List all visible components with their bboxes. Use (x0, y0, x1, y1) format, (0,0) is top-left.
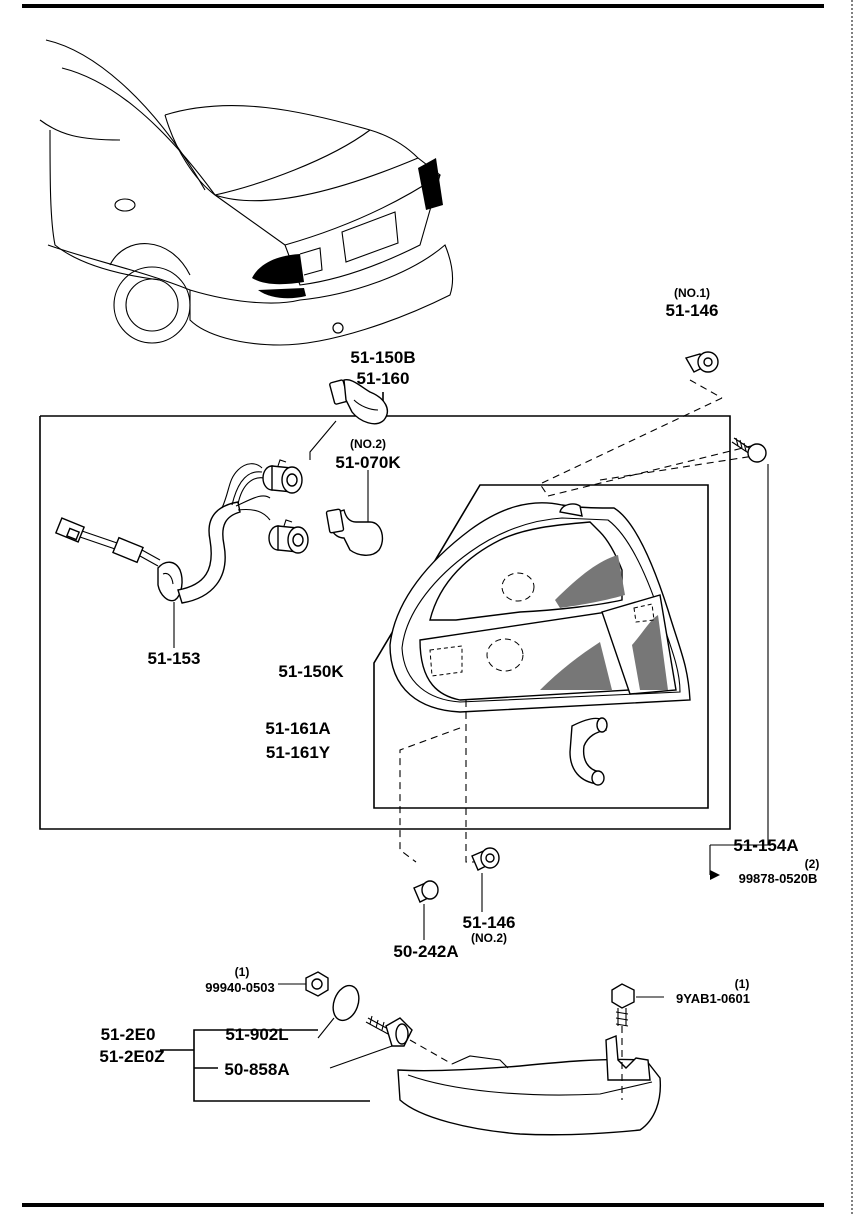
label-bulb-no: (NO.2) (350, 437, 386, 451)
bolt-9YAB1-0601 (611, 983, 664, 1027)
label-clip: 50-242A (393, 942, 458, 961)
nut-no2 (471, 847, 500, 912)
label-nut2: 51-146 (463, 913, 516, 932)
label-bulb-b: 51-150K (278, 662, 344, 681)
nut-no1 (684, 351, 719, 373)
page-frame (22, 0, 853, 1214)
label-lens-b: 51-161Y (266, 743, 331, 762)
socket-harness (54, 459, 309, 648)
labels: 51-150B 51-160 (NO.2) 51-070K 51-150K 51… (99, 286, 819, 1079)
label-lens-a: 51-161A (265, 719, 330, 738)
label-nut1: 51-146 (666, 301, 719, 320)
label-nut3: 99940-0503 (205, 980, 274, 995)
label-washer: 51-902L (225, 1025, 288, 1044)
label-garnish-b: 51-2E0Z (99, 1047, 164, 1066)
label-nut1-no: (NO.1) (674, 286, 710, 300)
label-nut2-no: (NO.2) (471, 931, 507, 945)
label-bolt-clip: 50-858A (224, 1060, 289, 1079)
garnish-assembly (160, 971, 664, 1136)
clip-50-242A (413, 880, 439, 940)
socket-2 (268, 519, 309, 554)
label-screw-qty: (2) (805, 857, 820, 871)
label-bolt: 9YAB1-0601 (676, 991, 750, 1006)
bulb-51-070K (325, 470, 384, 556)
label-assy-a: 51-150B (350, 348, 415, 367)
lens-crosshatch (540, 555, 668, 690)
washer-51-902L (317, 984, 360, 1039)
socket-1 (262, 459, 303, 494)
label-assy-b: 51-160 (357, 369, 410, 388)
label-bolt-qty: (1) (735, 977, 750, 991)
label-screw: 51-154A (733, 836, 798, 855)
screw-51-154A (709, 437, 769, 880)
label-socket: 51-153 (148, 649, 201, 668)
car-rear-illustration (39, 39, 454, 346)
label-bulb-a: 51-070K (335, 453, 401, 472)
label-garnish-a: 51-2E0 (101, 1025, 156, 1044)
screw-clip-50-858A (329, 1015, 413, 1069)
bulb-51-150K (309, 378, 388, 460)
label-nut3-qty: (1) (235, 965, 250, 979)
label-screw-part: 99878-0520B (739, 871, 818, 886)
tail-lamp-lens (389, 502, 691, 786)
nut-99940-0503 (278, 971, 329, 997)
